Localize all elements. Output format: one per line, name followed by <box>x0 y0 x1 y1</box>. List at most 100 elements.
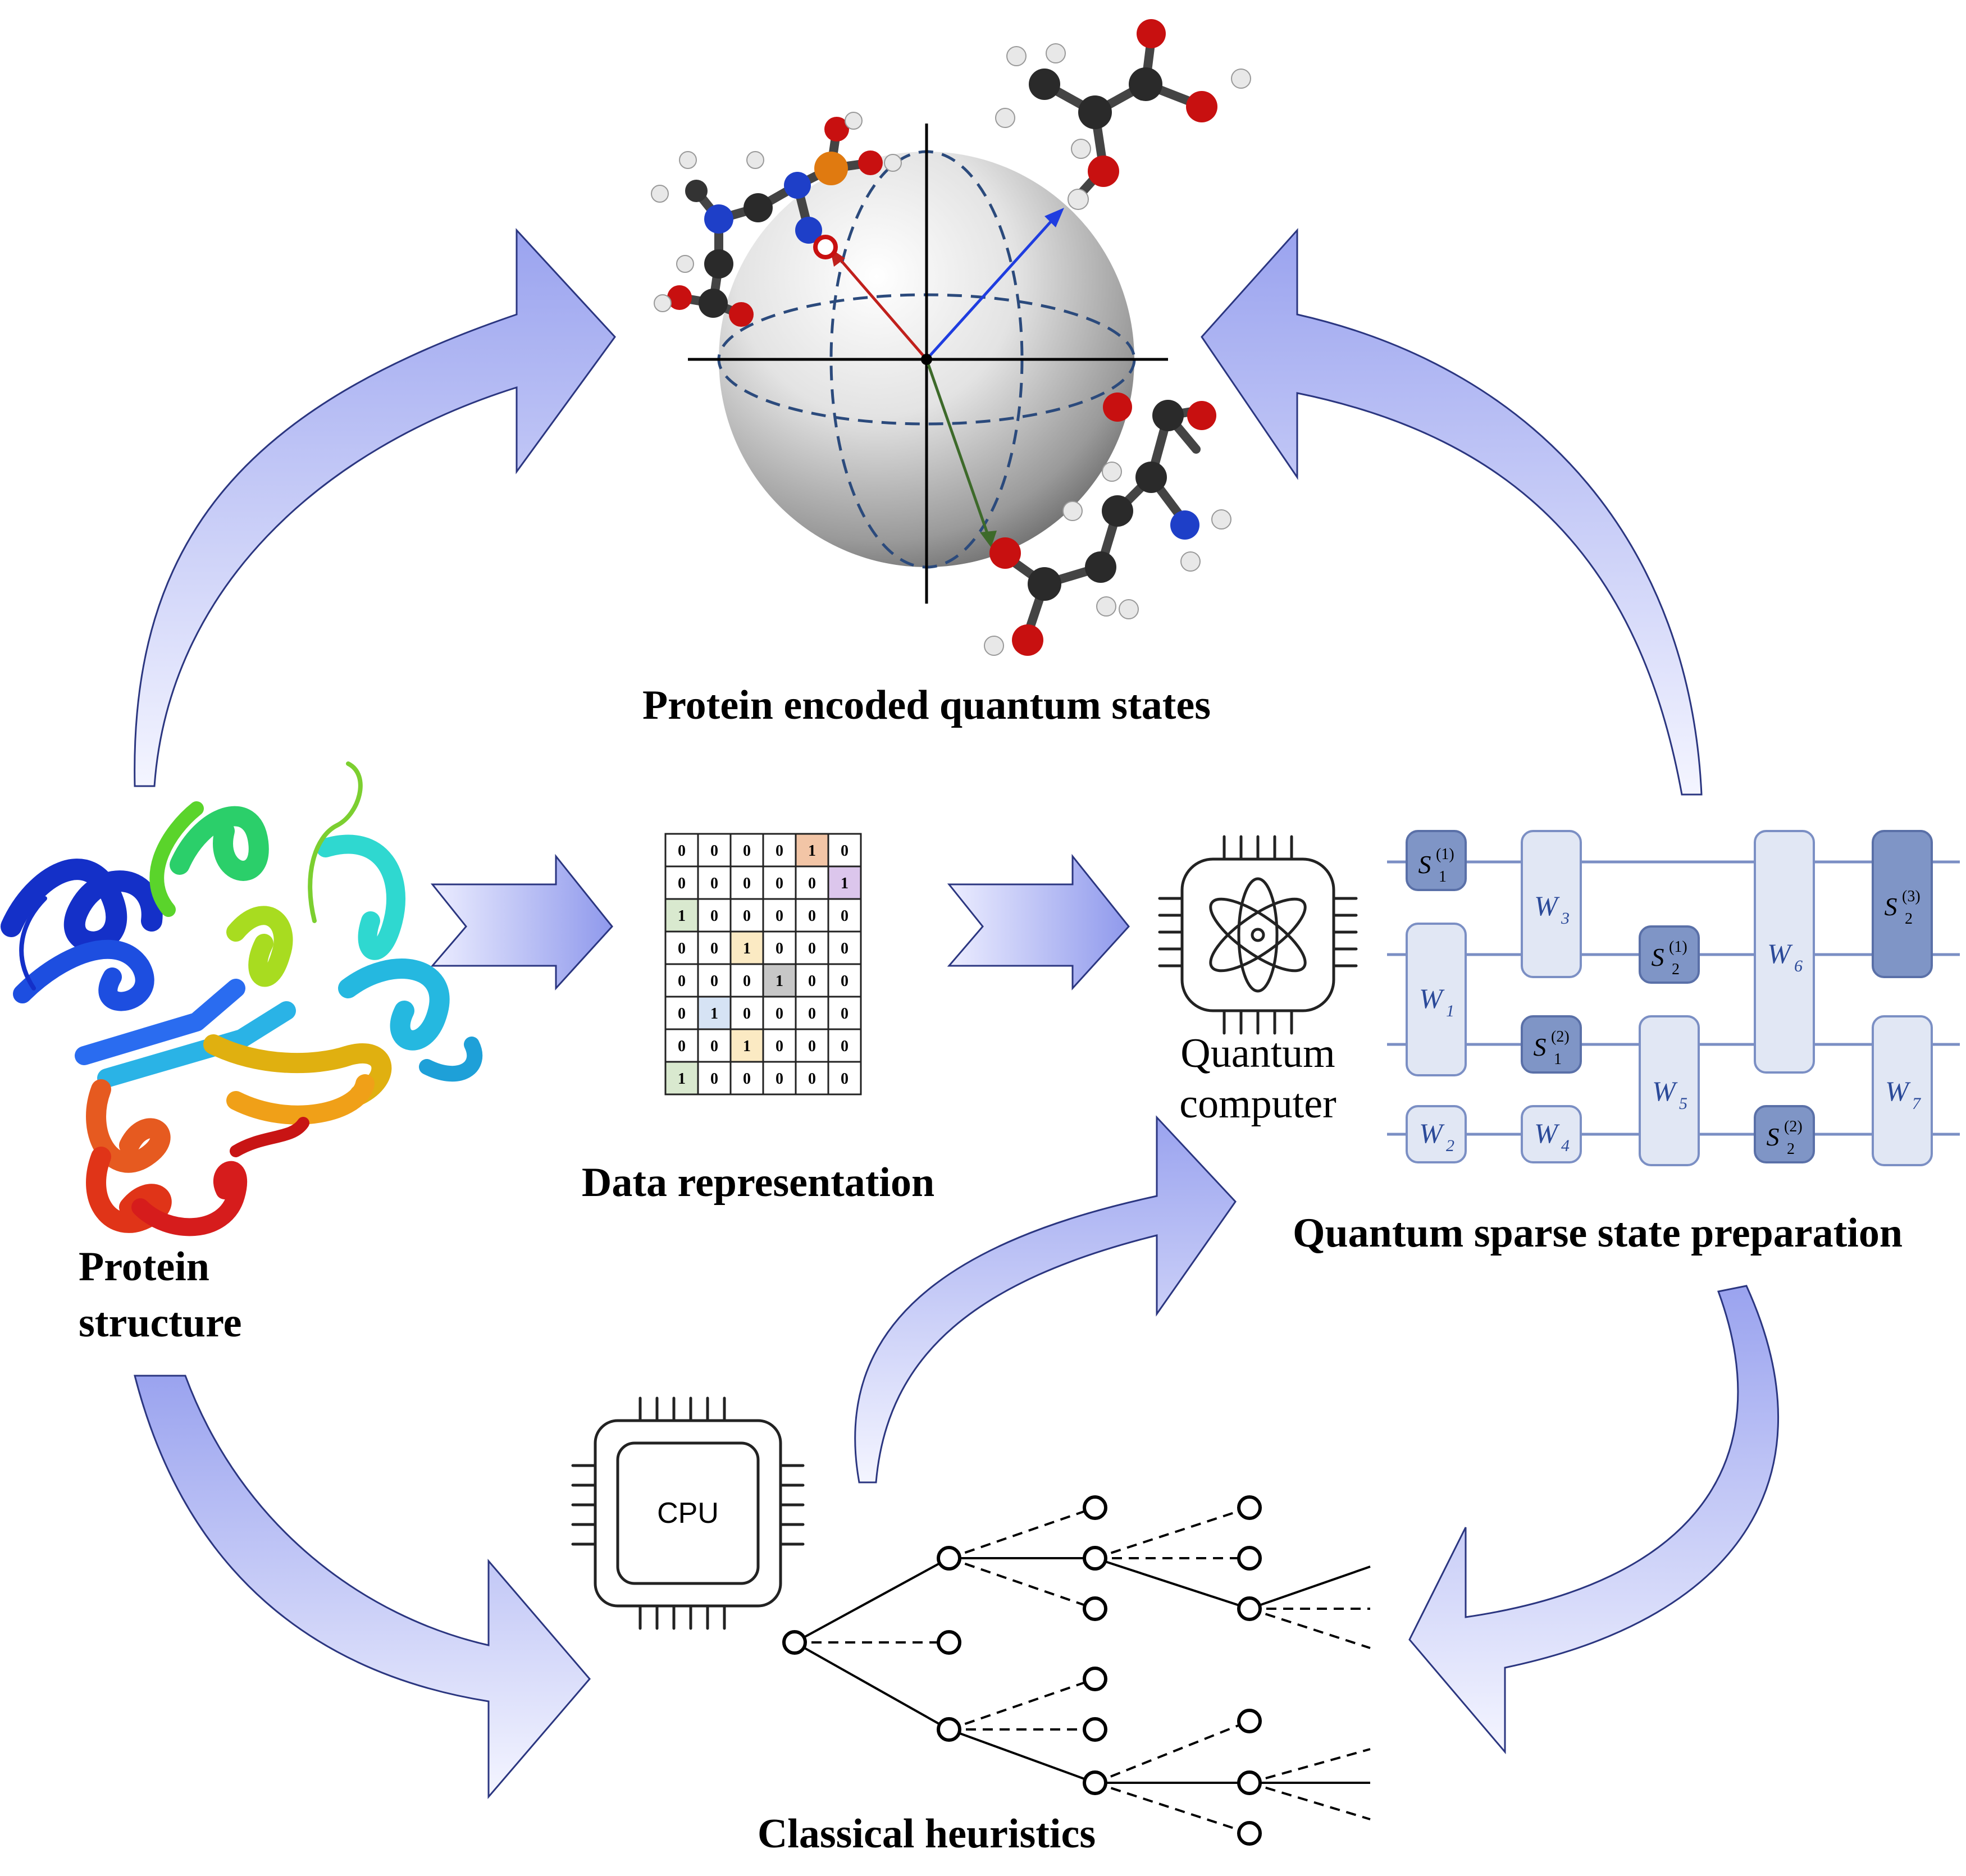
matrix-cell <box>664 1028 699 1063</box>
svg-text:W: W <box>1419 1117 1445 1149</box>
protein-structure-label-line2: structure <box>79 1300 241 1346</box>
molecule-lactate-icon <box>995 19 1251 210</box>
matrix-cell <box>762 865 797 900</box>
matrix-cell <box>827 833 862 868</box>
matrix-cell-value: 0 <box>776 940 783 957</box>
arrow-protein-to-states <box>134 228 616 787</box>
matrix-cell <box>795 1061 829 1096</box>
data-representation-label: Data representation <box>582 1160 934 1206</box>
matrix-cell-value: 0 <box>710 1070 718 1088</box>
gate-w4: W 4 <box>1521 1105 1582 1163</box>
arrow-protein-to-data <box>430 853 613 991</box>
matrix-cell <box>729 963 764 998</box>
matrix-cell <box>697 930 732 965</box>
matrix-cell-value: 0 <box>678 842 686 860</box>
molecule-phospho-icon <box>651 112 902 327</box>
matrix-cell-value: 0 <box>678 1005 686 1023</box>
cpu-icon <box>571 1396 805 1630</box>
svg-text:2: 2 <box>1672 961 1680 978</box>
matrix-cell-value: 0 <box>743 1005 751 1023</box>
matrix-cell-value: 0 <box>678 875 686 892</box>
gate-s2-2: S 2 (2) <box>1754 1105 1815 1163</box>
matrix-cell-value: 0 <box>710 875 718 892</box>
matrix-cell-value: 0 <box>710 1038 718 1055</box>
matrix-cell <box>729 1061 764 1096</box>
svg-text:1: 1 <box>1446 1002 1454 1020</box>
matrix-cell-value: 1 <box>743 940 751 957</box>
matrix-cell-value: 0 <box>808 973 816 990</box>
svg-text:S: S <box>1652 943 1664 971</box>
matrix-cell-value: 0 <box>808 1005 816 1023</box>
matrix-cell-value: 0 <box>743 875 751 892</box>
matrix-cell-value: 0 <box>743 907 751 925</box>
svg-text:W: W <box>1767 938 1793 969</box>
matrix-cell-value: 0 <box>841 1070 849 1088</box>
svg-text:1: 1 <box>1554 1051 1562 1068</box>
matrix-cell <box>664 1061 699 1096</box>
gate-w7: W 7 <box>1872 1015 1933 1166</box>
matrix-cell-value: 0 <box>743 973 751 990</box>
gate-w3: W 3 <box>1521 830 1582 978</box>
svg-text:S: S <box>1418 850 1431 879</box>
svg-text:2: 2 <box>1787 1140 1795 1158</box>
matrix-cell <box>795 1028 829 1063</box>
search-tree <box>782 1495 1371 1846</box>
matrix-cell-value: 0 <box>776 1005 783 1023</box>
matrix-cell-value: 1 <box>678 907 686 925</box>
matrix-cell-value: 1 <box>710 1005 718 1023</box>
matrix-cell-value: 1 <box>808 842 816 860</box>
matrix-cell <box>664 865 699 900</box>
classical-heuristics-label: Classical heuristics <box>758 1811 1096 1857</box>
matrix-cell <box>697 996 732 1030</box>
matrix-cell-value: 0 <box>710 842 718 860</box>
matrix-cell <box>664 996 699 1030</box>
matrix-cell <box>697 833 732 868</box>
molecule-glutamate-icon <box>984 392 1231 656</box>
matrix-cell-value: 0 <box>710 907 718 925</box>
gate-w5: W 5 <box>1639 1015 1700 1166</box>
matrix-cell-value: 1 <box>776 973 783 990</box>
matrix-cell-value: 0 <box>678 1038 686 1055</box>
matrix-cell <box>827 1061 862 1096</box>
matrix-cell <box>729 996 764 1030</box>
gate-w1: W 1 <box>1406 923 1467 1076</box>
matrix-cell-value: 0 <box>841 907 849 925</box>
matrix-cell <box>664 963 699 998</box>
matrix-cell-value: 0 <box>841 842 849 860</box>
matrix-cell <box>762 898 797 933</box>
arrow-protein-to-heuristics <box>134 1375 591 1800</box>
quantum-sparse-label: Quantum sparse state preparation <box>1293 1210 1903 1256</box>
svg-text:(3): (3) <box>1902 888 1921 905</box>
arrow-data-to-quantum <box>947 853 1130 991</box>
matrix-cell-value: 1 <box>678 1070 686 1088</box>
svg-text:5: 5 <box>1679 1094 1687 1113</box>
svg-text:S: S <box>1885 892 1897 921</box>
matrix-cell <box>729 1028 764 1063</box>
arrow-circuit-to-heuristics <box>1408 1285 1779 1755</box>
matrix-cell-value: 0 <box>841 1005 849 1023</box>
matrix-cell <box>729 833 764 868</box>
matrix-cell <box>827 1028 862 1063</box>
matrix-cell-value: 0 <box>808 1038 816 1055</box>
svg-text:S: S <box>1534 1033 1547 1061</box>
matrix-cell-value: 0 <box>808 1070 816 1088</box>
matrix-cell-value: 0 <box>808 940 816 957</box>
quantum-circuit: W 1 W 2 S 1 (1) W 3 S 1 (2) <box>1387 830 1960 1166</box>
matrix-cell-value: 1 <box>743 1038 751 1055</box>
svg-text:W: W <box>1534 890 1560 921</box>
arrow-heuristics-to-quantum <box>854 1115 1237 1484</box>
svg-text:W: W <box>1419 983 1445 1014</box>
gate-s1-1: S 1 (1) <box>1406 830 1467 891</box>
matrix-cell-value: 0 <box>808 907 816 925</box>
svg-text:W: W <box>1885 1075 1911 1107</box>
matrix-cell-value: 0 <box>710 940 718 957</box>
gate-s2-1: S 2 (1) <box>1639 925 1700 984</box>
svg-text:(2): (2) <box>1784 1118 1803 1135</box>
matrix-cell <box>697 865 732 900</box>
matrix-cell <box>762 1028 797 1063</box>
svg-text:7: 7 <box>1912 1094 1922 1113</box>
matrix-cell-value: 0 <box>743 842 751 860</box>
svg-text:4: 4 <box>1561 1136 1570 1155</box>
